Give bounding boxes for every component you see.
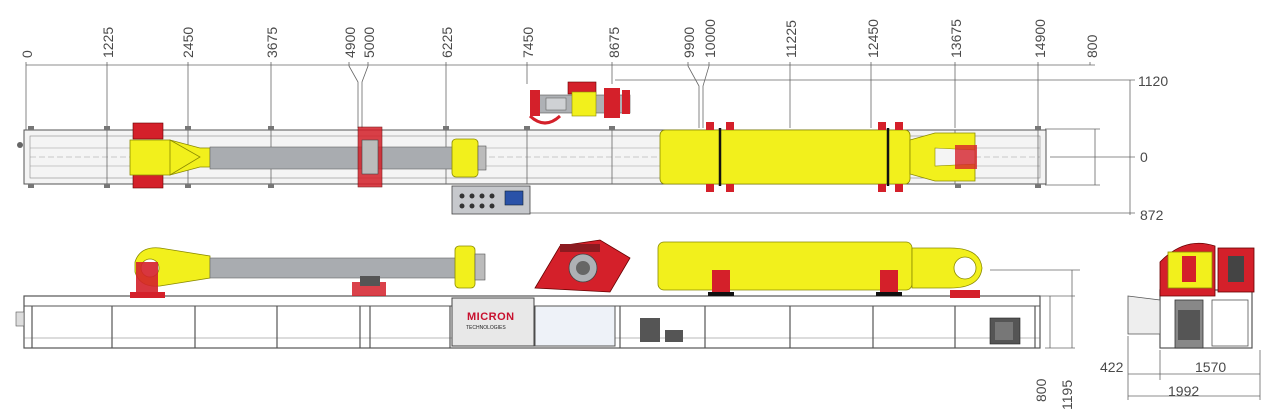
- dim-label-1225: 1225: [100, 27, 116, 58]
- dim-label-1120: 1120: [1138, 73, 1168, 89]
- dim-label-14900: 14900: [1032, 19, 1048, 58]
- top-view-plan: [17, 81, 1047, 215]
- dim-label-4900: 4900: [342, 27, 358, 58]
- dim-label-0-right: 0: [1140, 149, 1148, 165]
- side-view-elevation: MICRON TECHNOLOGIES: [15, 239, 1080, 410]
- dim-label-6225: 6225: [439, 27, 455, 58]
- dim-label-8675: 8675: [606, 27, 622, 58]
- control-display: [504, 190, 524, 206]
- overhead-drive-unit: [528, 81, 631, 125]
- piston-rod-side: [209, 257, 459, 279]
- dim-label-5000: 5000: [361, 27, 377, 58]
- dim-label-800-side: 800: [1033, 378, 1049, 402]
- cylinder-gland-side: [454, 245, 476, 289]
- dim-label-13675: 13675: [948, 19, 964, 58]
- cylinder-barrel-side: [657, 241, 913, 291]
- dim-label-422: 422: [1100, 359, 1124, 375]
- dim-label-10000: 10000: [702, 19, 718, 58]
- spanner-unit-side: [534, 239, 631, 293]
- dim-label-1195: 1195: [1059, 380, 1075, 410]
- cylinder-barrel-top: [659, 129, 911, 185]
- dim-label-2450: 2450: [180, 27, 196, 58]
- dim-label-0: 0: [19, 50, 35, 58]
- dim-label-9900: 9900: [681, 27, 697, 58]
- dim-label-7450: 7450: [520, 27, 536, 58]
- dim-label-1570: 1570: [1195, 359, 1226, 375]
- top-dimension-labels: 0 1225 2450 3675 4900 5000 6225 7450 867…: [19, 19, 1100, 58]
- dim-label-872: 872: [1140, 207, 1164, 223]
- control-cabinet: [451, 297, 535, 347]
- micron-logo-subtext: TECHNOLOGIES: [466, 325, 506, 331]
- end-view: 422 1570 1992: [1100, 242, 1261, 400]
- right-dimension-labels: 1120 0 872: [1138, 73, 1168, 223]
- micron-logo-text: MICRON: [467, 311, 515, 323]
- dim-label-11225: 11225: [783, 20, 799, 58]
- dim-label-12450: 12450: [865, 19, 881, 58]
- left-clamp-top: [132, 122, 164, 140]
- dim-label-1992: 1992: [1168, 383, 1199, 399]
- hydraulic-power-pack: [534, 305, 616, 347]
- cylinder-gland-top: [451, 138, 479, 178]
- piston-rod-top: [209, 146, 456, 170]
- top-dimension-lines: [25, 62, 1135, 215]
- dim-label-3675: 3675: [264, 27, 280, 58]
- rod-eye-side: [130, 247, 211, 298]
- dim-label-800-top: 800: [1084, 34, 1100, 58]
- rear-eye-side: [911, 247, 983, 298]
